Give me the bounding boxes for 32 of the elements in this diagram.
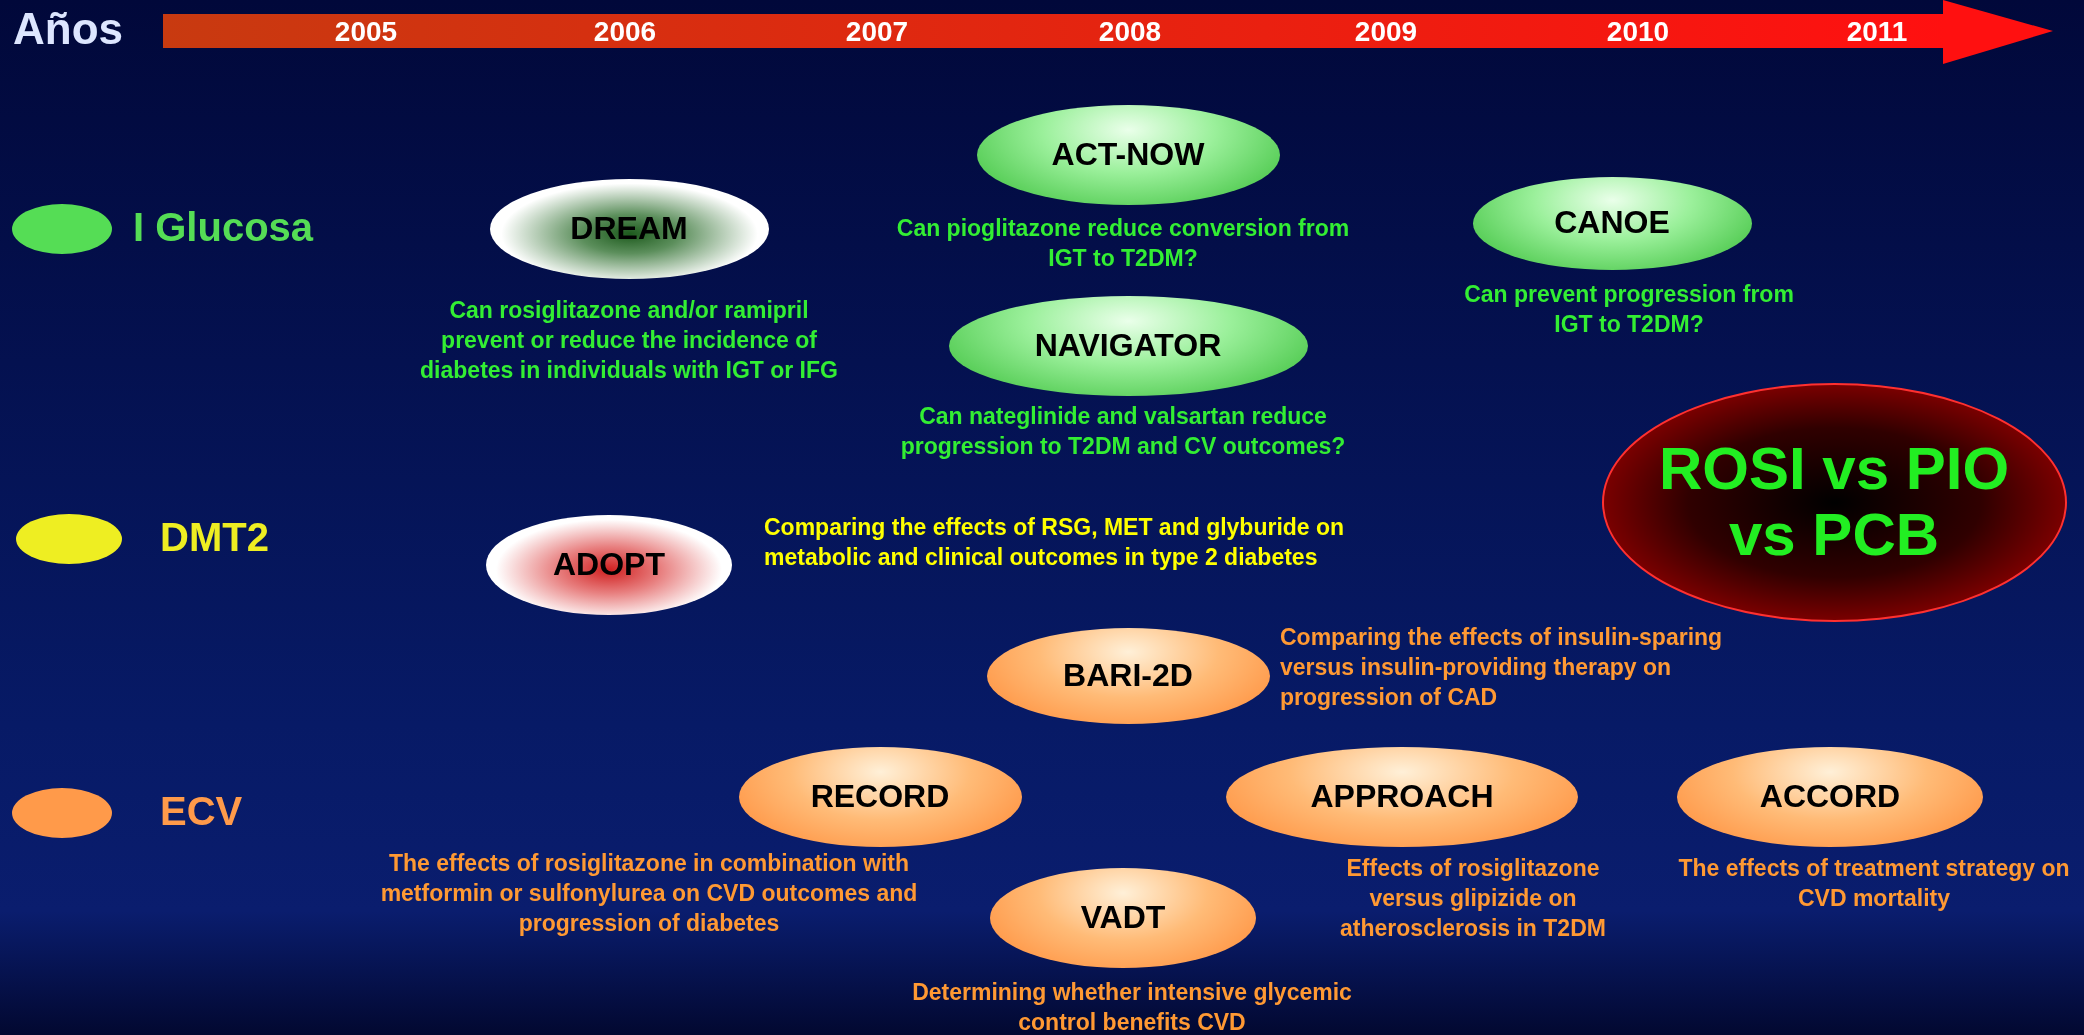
study-ellipse: NAVIGATOR (948, 296, 1308, 396)
study-ellipse: ACCORD (1677, 747, 1983, 847)
study-ellipse: CANOE (1472, 176, 1752, 270)
study-description: The effects of rosiglitazone in combination with metformin or sulfonylurea on CVD outcomes and progression of diabetes (379, 849, 919, 938)
study-description: Determining whether intensive glycemic control benefits CVD (911, 978, 1353, 1035)
legend-label: ECV (160, 789, 243, 834)
study-ellipse: ADOPT (486, 515, 732, 615)
study-ellipse: RECORD (738, 747, 1022, 847)
study-description: Can rosiglitazone and/or ramipril prevent or reduce the incidence of diabetes in individuals with IGT or IFG (419, 296, 839, 385)
study-description: Comparing the effects of insulin-sparing versus insulin-providing therapy on progression of CAD (1280, 623, 1724, 712)
study-ellipse: ACT-NOW (976, 105, 1280, 205)
study-description: Can pioglitazone reduce conversion from IGT to T2DM? (895, 214, 1351, 273)
legend-label: DMT2 (160, 515, 269, 560)
study-description: Effects of rosiglitazone versus glipizide on atherosclerosis in T2DM (1339, 854, 1607, 943)
study-description: Can nateglinide and valsartan reduce progression to T2DM and CV outcomes? (899, 402, 1347, 461)
study-description: The effects of treatment strategy on CVD mortality (1677, 854, 2071, 913)
legend-label: I Glucosa (133, 205, 314, 250)
study-ellipse: VADT (990, 868, 1256, 968)
study-ellipse: DREAM (489, 179, 769, 279)
axis-title: Años (13, 4, 123, 54)
highlight-ellipse: ROSI vs PIO vs PCB (1601, 382, 2067, 622)
study-ellipse: APPROACH (1226, 747, 1578, 847)
year-label: 2011 (1845, 16, 1909, 48)
year-label: 2008 (1097, 16, 1163, 48)
study-ellipse: BARI-2D (986, 628, 1270, 724)
year-label: 2006 (592, 16, 658, 48)
year-label: 2007 (844, 16, 910, 48)
study-description: Can prevent progression from IGT to T2DM? (1464, 280, 1794, 339)
year-label: 2009 (1353, 16, 1419, 48)
year-label: 2010 (1605, 16, 1671, 48)
study-description: Comparing the effects of RSG, MET and glyburide on metabolic and clinical outcomes in type 2 diabetes (764, 513, 1346, 572)
year-label: 2005 (333, 16, 399, 48)
